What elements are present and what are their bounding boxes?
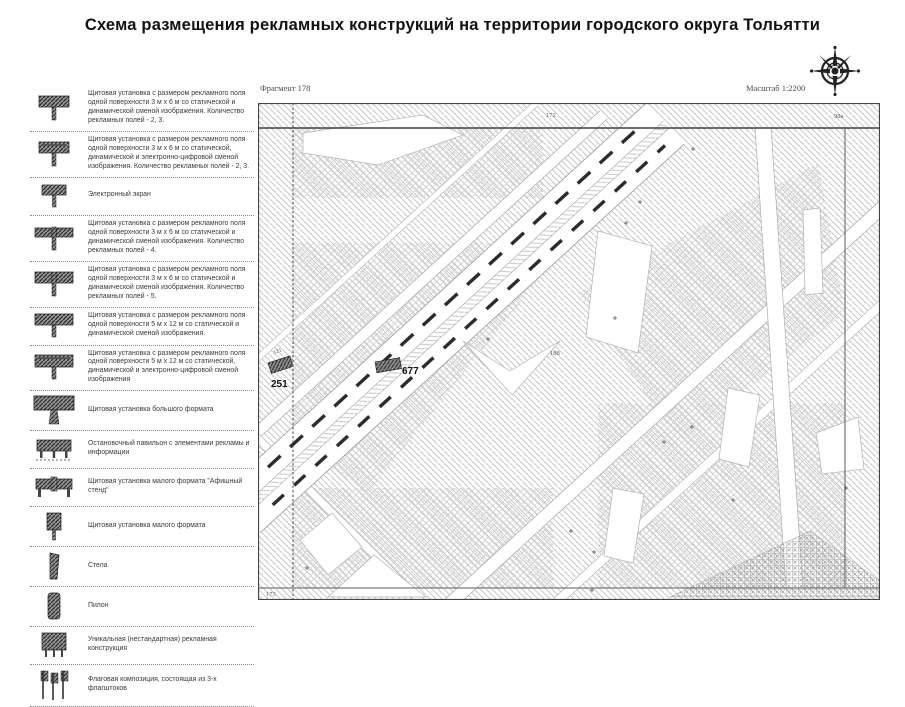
- map-point-symbols: [305, 147, 848, 592]
- map-label-188: 188: [550, 350, 560, 357]
- map-fragment-label: Фрагмент 178: [260, 83, 311, 93]
- stela-icon: [30, 551, 78, 581]
- marker-label: 677: [402, 366, 419, 377]
- legend-item-label: Стела: [88, 561, 108, 569]
- map-scale-label: Масштаб 1:2200: [746, 83, 806, 93]
- legend-item-label: Щитовая установка с размером рекламного …: [88, 312, 246, 337]
- billboard-3x6-4fields-icon: [30, 224, 78, 252]
- legend-item-label: Щитовая установка с размером рекламного …: [88, 135, 250, 170]
- legend-item: Щитовая установка с размером рекламного …: [30, 216, 254, 262]
- legend-item-label: Щитовая установка большого формата: [88, 405, 214, 413]
- page-title: Схема размещения рекламных конструкций н…: [84, 16, 821, 34]
- map-panel: 251 121 677 172 98а 173 188: [222, 101, 905, 645]
- legend-item-label: Щитовая установка малого формата "Афишны…: [88, 478, 243, 495]
- legend-item-label: Пилон: [88, 601, 109, 609]
- map-parcel-label: 121: [273, 348, 283, 356]
- legend-item: Щитовая установка малого формата "Афишны…: [30, 469, 254, 508]
- legend-item: Пилон: [30, 587, 254, 628]
- billboard-3x6-icon: [30, 94, 78, 122]
- billboard-3x6-5fields-icon: [30, 270, 78, 298]
- map-frame: [257, 102, 881, 601]
- map-label-98a: 98а: [834, 113, 844, 120]
- map-label-172: 172: [546, 112, 556, 119]
- pylon-icon: [30, 591, 78, 621]
- legend-item: Щитовая установка с размером рекламного …: [30, 346, 254, 392]
- billboard-3x6-digital-icon: [30, 140, 78, 168]
- legend-panel: Щитовая установка с размером рекламного …: [30, 86, 254, 707]
- legend-item: Электронный экран: [30, 178, 254, 216]
- legend-item-label: Щитовая установка с размером рекламного …: [88, 90, 246, 124]
- map-marker-251: 251 121: [267, 348, 294, 390]
- legend-item-label: Электронный экран: [88, 191, 151, 199]
- map-highway: [222, 102, 685, 533]
- bus-shelter-icon: [30, 435, 78, 463]
- unique-construction-icon: [30, 631, 78, 659]
- legend-item: Щитовая установка с размером рекламного …: [30, 86, 254, 132]
- large-format-billboard-icon: [30, 395, 78, 425]
- legend-item-label: Щитовая установка малого формата: [88, 521, 206, 529]
- legend-item: Щитовая установка с размером рекламного …: [30, 262, 254, 308]
- electronic-screen-icon: [30, 182, 78, 210]
- legend-item: Щитовая установка малого формата: [30, 507, 254, 548]
- legend-item: Уникальная (нестандартная) рекламная кон…: [30, 627, 254, 666]
- billboard-5x12-icon: [30, 312, 78, 340]
- legend-item: Флаговая композиция, состоящая из 3-х фл…: [30, 665, 254, 707]
- legend-item-label: Щитовая установка с размером рекламного …: [88, 219, 246, 254]
- map-marker-677: 677: [374, 357, 419, 377]
- legend-item-label: Уникальная (нестандартная) рекламная кон…: [88, 636, 217, 653]
- legend-item: Щитовая установка с размером рекламного …: [30, 308, 254, 346]
- poster-stand-icon: [30, 473, 78, 501]
- legend-item: Щитовая установка большого формата: [30, 391, 254, 432]
- compass-rose-icon: [810, 46, 860, 96]
- legend-item: Щитовая установка с размером рекламного …: [30, 132, 254, 178]
- legend-item-label: Остановочный павильон с элементами рекла…: [88, 440, 250, 457]
- small-format-billboard-icon: [30, 511, 78, 541]
- legend-item-label: Щитовая установка с размером рекламного …: [88, 265, 246, 300]
- map-canvas: 251 121 677 172 98а 173 188: [222, 101, 905, 645]
- legend-item: Стела: [30, 547, 254, 588]
- map-label-173: 173: [266, 591, 276, 598]
- legend-item-label: Флаговая композиция, состоящая из 3-х фл…: [88, 676, 217, 693]
- map-labels: 172 98а 173 188: [266, 112, 844, 598]
- legend-item-label: Щитовая установка с размером рекламного …: [88, 349, 246, 384]
- flag-composition-icon: [30, 669, 78, 701]
- legend-item: Остановочный павильон с элементами рекла…: [30, 431, 254, 470]
- billboard-5x12-digital-icon: [30, 353, 78, 381]
- marker-label: 251: [271, 379, 288, 390]
